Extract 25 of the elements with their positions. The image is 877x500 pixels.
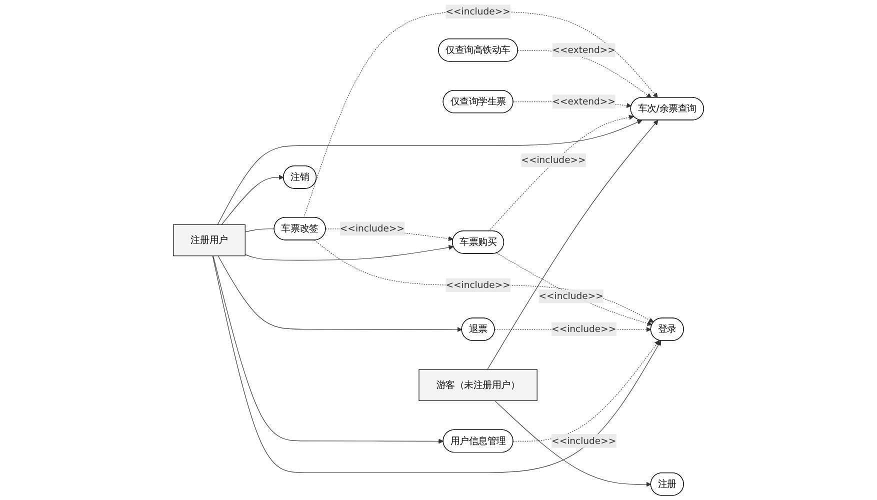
edge-label: <<extend>>: [552, 96, 616, 107]
connector: [244, 228, 275, 232]
edge-label: <<include>>: [538, 290, 604, 302]
arrow: [487, 120, 658, 370]
edge-label: <<include>>: [552, 323, 616, 334]
arrow: [221, 174, 284, 225]
edge-label: <<extend>>: [552, 44, 616, 56]
arrow: [314, 240, 654, 322]
edge-label: <<include>>: [521, 154, 586, 166]
arrow: [488, 114, 634, 232]
arrow: [494, 400, 652, 487]
arrow: [212, 256, 444, 444]
arrow: [217, 120, 642, 225]
arrow: [304, 11, 658, 218]
arrow: [212, 256, 662, 473]
edge-label: <<include>>: [552, 435, 616, 446]
arrow: [512, 340, 660, 442]
arrow: [218, 256, 462, 332]
edge-label: <<include>>: [340, 222, 405, 234]
arrow: [496, 252, 652, 326]
node-box: 注册用户: [173, 224, 246, 256]
edge-label: <<include>>: [446, 6, 510, 17]
node-box: 游客（未注册用户）: [418, 369, 538, 402]
arrow: [244, 244, 454, 260]
edge-label: <<include>>: [446, 279, 510, 290]
